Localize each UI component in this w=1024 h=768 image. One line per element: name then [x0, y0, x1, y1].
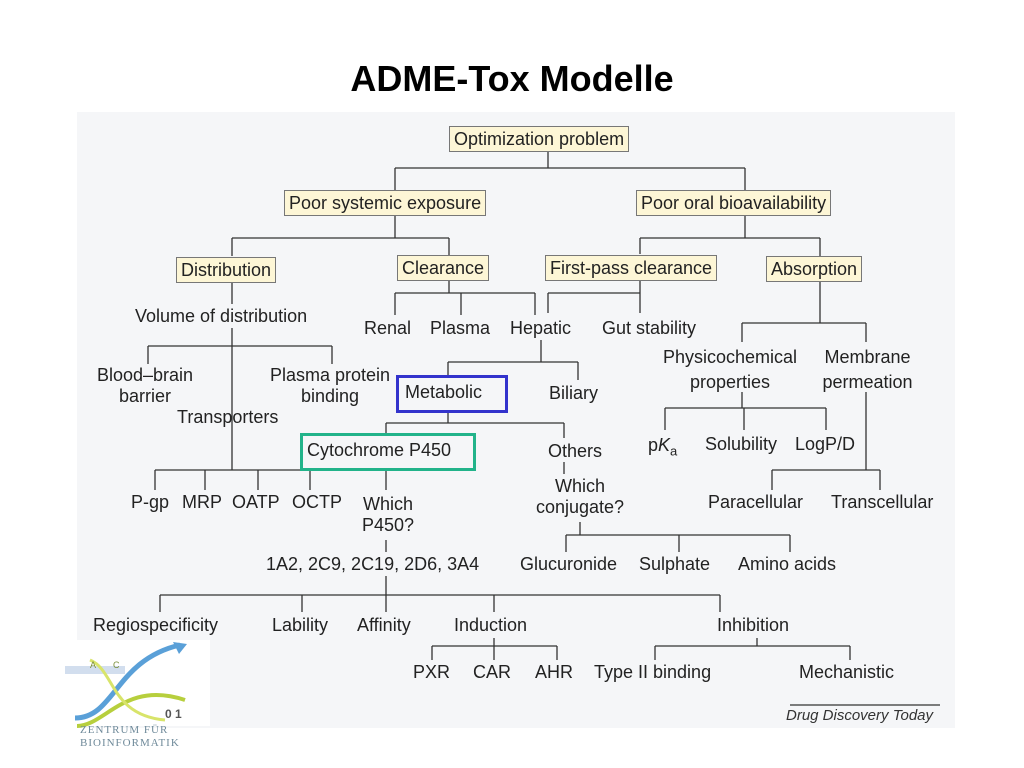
svg-text:A: A: [90, 660, 96, 670]
node-biliary: Biliary: [549, 383, 599, 403]
svg-text:0 1: 0 1: [165, 707, 182, 721]
node-plasma: Plasma: [430, 318, 491, 338]
node-transcellular: Transcellular: [831, 492, 934, 512]
source-credit: Drug Discovery Today: [786, 707, 934, 724]
node-mechanistic: Mechanistic: [799, 662, 895, 682]
node-first-pass-clearance: First-pass clearance: [545, 255, 718, 281]
svg-text:C: C: [113, 660, 120, 670]
node-gut-stability: Gut stability: [602, 318, 697, 338]
node-induction: Induction: [454, 615, 528, 635]
node-metabolic: Metabolic: [405, 382, 483, 402]
zentrum-bioinformatik-logo: A C 0 1: [55, 640, 210, 728]
node-absorption: Absorption: [766, 256, 863, 282]
node-paracellular: Paracellular: [708, 492, 804, 512]
node-solubility: Solubility: [705, 434, 778, 454]
node-pka: pKa: [648, 435, 678, 459]
node-car: CAR: [473, 662, 512, 682]
node-others: Others: [548, 441, 603, 461]
node-affinity: Affinity: [357, 615, 411, 635]
node-distribution: Distribution: [176, 257, 277, 283]
node-volume-of-distribution: Volume of distribution: [135, 306, 308, 326]
node-mrp: MRP: [182, 492, 222, 512]
logo-text-line2: BIOINFORMATIK: [80, 737, 180, 749]
node-sulphate: Sulphate: [639, 554, 711, 574]
node-regiospecificity: Regiospecificity: [93, 615, 219, 635]
node-glucuronide: Glucuronide: [520, 554, 618, 574]
node-poor-systemic-exposure: Poor systemic exposure: [284, 190, 487, 216]
node-pxr: PXR: [413, 662, 451, 682]
node-optimization-problem: Optimization problem: [449, 126, 630, 152]
node-inhibition: Inhibition: [717, 615, 790, 635]
node-amino-acids: Amino acids: [738, 554, 837, 574]
node-transporters: Transporters: [177, 407, 279, 427]
slide-title: ADME-Tox Modelle: [350, 58, 674, 99]
node-ahr: AHR: [535, 662, 574, 682]
node-renal: Renal: [364, 318, 412, 338]
cyp-highlight-frame: [300, 433, 476, 471]
node-poor-oral-bioavailability: Poor oral bioavailability: [636, 190, 832, 216]
node-p450-isoforms: 1A2, 2C9, 2C19, 2D6, 3A4: [266, 554, 480, 574]
node-octp: OCTP: [292, 492, 343, 512]
node-pgp: P-gp: [131, 492, 170, 512]
logo-text-line1: ZENTRUM FÜR: [80, 724, 169, 736]
metabolic-highlight-frame: [396, 375, 508, 413]
node-clearance: Clearance: [397, 255, 490, 281]
node-type-ii-binding: Type II binding: [594, 662, 712, 682]
node-lability: Lability: [272, 615, 329, 635]
node-hepatic: Hepatic: [510, 318, 572, 338]
node-oatp: OATP: [232, 492, 280, 512]
node-cytochrome-p450: Cytochrome P450: [307, 440, 452, 460]
node-logp-d: LogP/D: [795, 434, 856, 454]
